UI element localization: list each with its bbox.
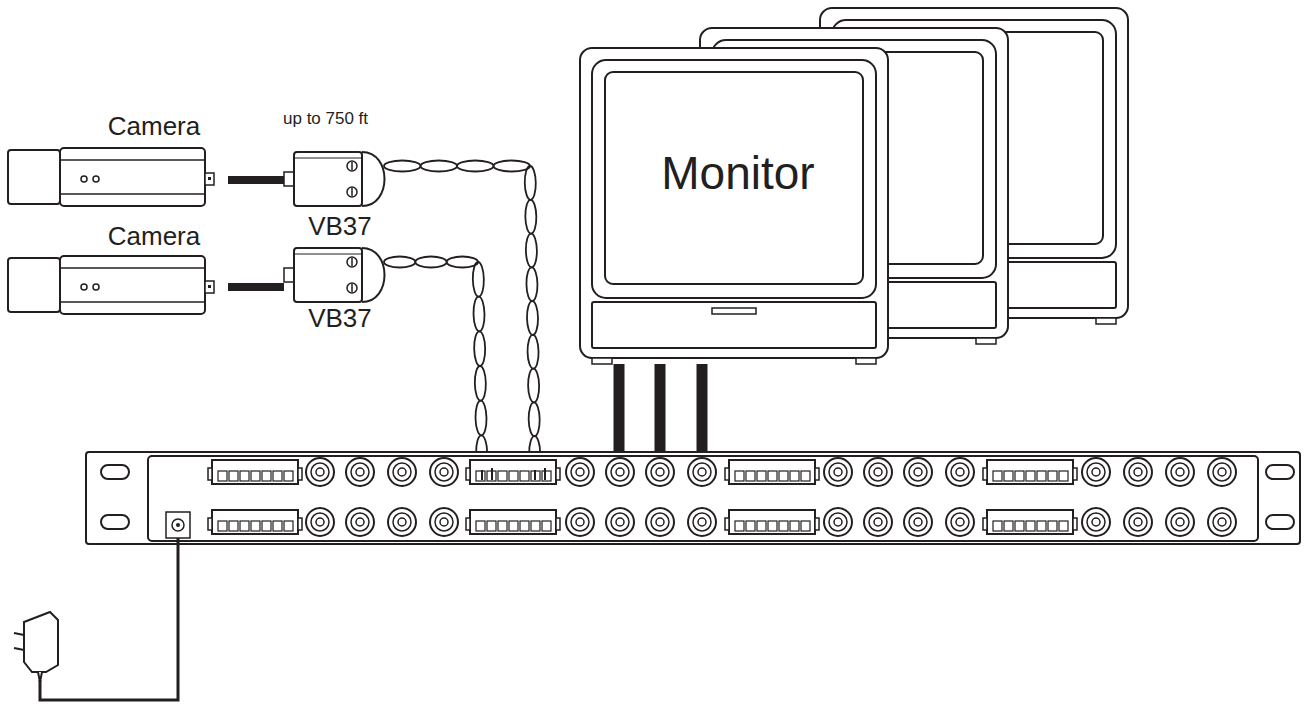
coax-cable <box>228 176 284 184</box>
device-label: Camera <box>80 112 228 141</box>
wire-end <box>491 468 493 480</box>
video-cable <box>697 364 708 458</box>
balun-drawing <box>284 152 385 206</box>
twisted-pair-cable <box>384 257 487 471</box>
hub-panel <box>86 452 1300 544</box>
coax-cable <box>228 283 284 291</box>
device-label: VB37 <box>284 212 396 241</box>
power-adapter <box>14 612 58 682</box>
camera: Camera <box>8 110 228 208</box>
monitor-drawing <box>580 48 888 364</box>
power-cord <box>40 538 178 700</box>
wire-end <box>481 470 483 480</box>
video-cable <box>614 364 625 458</box>
wire-end <box>544 468 546 480</box>
balun: VB37 <box>284 248 396 340</box>
camera-drawing <box>8 148 214 206</box>
device-label: Camera <box>80 222 228 251</box>
video-cable <box>655 364 666 458</box>
device-label: VB37 <box>284 304 396 333</box>
balun: VB37 <box>284 150 396 248</box>
wire-end <box>534 470 536 480</box>
camera-drawing <box>8 256 214 314</box>
twisted-pair-cable <box>384 161 540 471</box>
distance-note: up to 750 ft <box>283 110 368 129</box>
monitor-label: Monitor <box>605 148 871 199</box>
balun-drawing <box>284 248 385 302</box>
camera: Camera <box>8 220 228 316</box>
monitor-screen: Monitor <box>605 72 871 284</box>
